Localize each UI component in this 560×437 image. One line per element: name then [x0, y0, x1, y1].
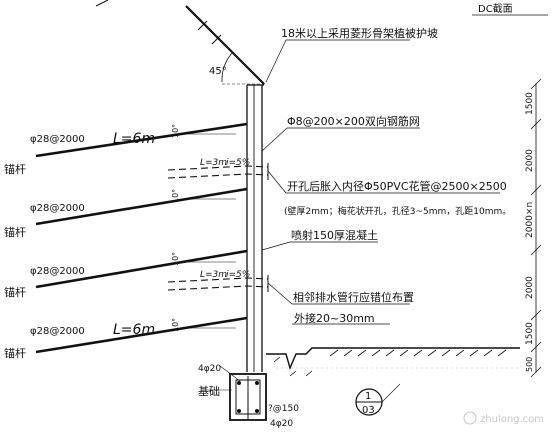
leader-mesh	[261, 127, 288, 152]
note-arrangement: 相邻排水管行应错位布置	[293, 290, 414, 304]
foundation-block	[229, 373, 267, 421]
dim-6: 500	[525, 357, 534, 372]
note-drain-detail: (壁厚2mm；梅花状开孔，孔径3~5mm，孔距10mm。	[284, 205, 511, 217]
slope-surface	[95, 0, 265, 85]
angle-label: 45°	[209, 66, 227, 77]
anchor-4-name: 锚杆	[4, 346, 26, 360]
dim-1: 1500	[525, 92, 535, 115]
ground-surface	[266, 347, 520, 371]
drain-2-slope: i=5%	[226, 270, 250, 280]
section-title: DC截面	[478, 2, 513, 15]
anchor-4-spec: φ28@2000	[30, 326, 85, 337]
leader-shotcrete	[261, 241, 291, 251]
leader-line-top	[265, 39, 287, 83]
anchor-3-tilt: 10°	[171, 252, 180, 266]
foundation-top-rebar-leader	[219, 365, 241, 382]
note-top-slope: 18米以上采用菱形骨架植被护坡	[281, 26, 438, 40]
dim-3: 2000×n	[525, 202, 535, 238]
anchor-tilt-marks	[186, 133, 236, 329]
note-drain-pipe: 开孔后胀入内径Φ50PVC花管@2500×2500	[287, 179, 507, 193]
anchor-3-spec: φ28@2000	[30, 266, 85, 277]
drain-1-length: L=3m	[200, 158, 227, 168]
dim-2: 2000	[525, 149, 535, 172]
anchor-4-length: L=6m	[113, 322, 155, 338]
anchor-1-length: L=6m	[113, 131, 155, 147]
note-shotcrete: 喷射150厚混凝土	[291, 228, 378, 242]
foundation-top-rebar: 4φ20	[198, 364, 221, 374]
dim-4: 2000	[525, 276, 535, 299]
anchor-1-spec: φ28@2000	[30, 134, 85, 145]
watermark-text: zhulong.com	[480, 414, 544, 425]
foundation-stirrup: ?@150	[268, 404, 299, 414]
anchor-3-name: 锚杆	[4, 285, 26, 299]
dim-5: 1500	[525, 322, 535, 345]
anchor-1-name: 锚杆	[4, 162, 26, 176]
ground-hatch	[273, 349, 507, 377]
anchor-2-spec: φ28@2000	[30, 203, 85, 214]
anchor-4-tilt: 10°	[171, 318, 180, 332]
foundation-label: 基础	[198, 385, 220, 398]
anchor-1-tilt: 10°	[171, 124, 180, 138]
retaining-wall	[246, 84, 264, 372]
leader-drain	[267, 170, 287, 194]
section-sheet: 03	[362, 405, 375, 416]
leader-arrangement	[267, 282, 293, 305]
foundation-bottom-rebar: 4φ20	[270, 419, 293, 429]
angle-marker	[221, 52, 266, 85]
watermark: zhulong.com	[463, 411, 544, 425]
drain-2-length: L=3m	[200, 270, 227, 280]
anchor-2-name: 锚杆	[4, 225, 26, 239]
note-extension: 外接20~30mm	[294, 312, 375, 325]
anchor-2-tilt: 10°	[171, 189, 180, 203]
section-number: 1	[365, 391, 371, 402]
section-symbol	[355, 383, 401, 416]
anchor-bars	[35, 122, 248, 354]
drain-pipes	[167, 165, 269, 291]
dimension-line	[530, 78, 542, 378]
drain-1-slope: i=5%	[226, 158, 250, 168]
note-mesh: Φ8@200×200双向钢筋网	[287, 114, 420, 128]
